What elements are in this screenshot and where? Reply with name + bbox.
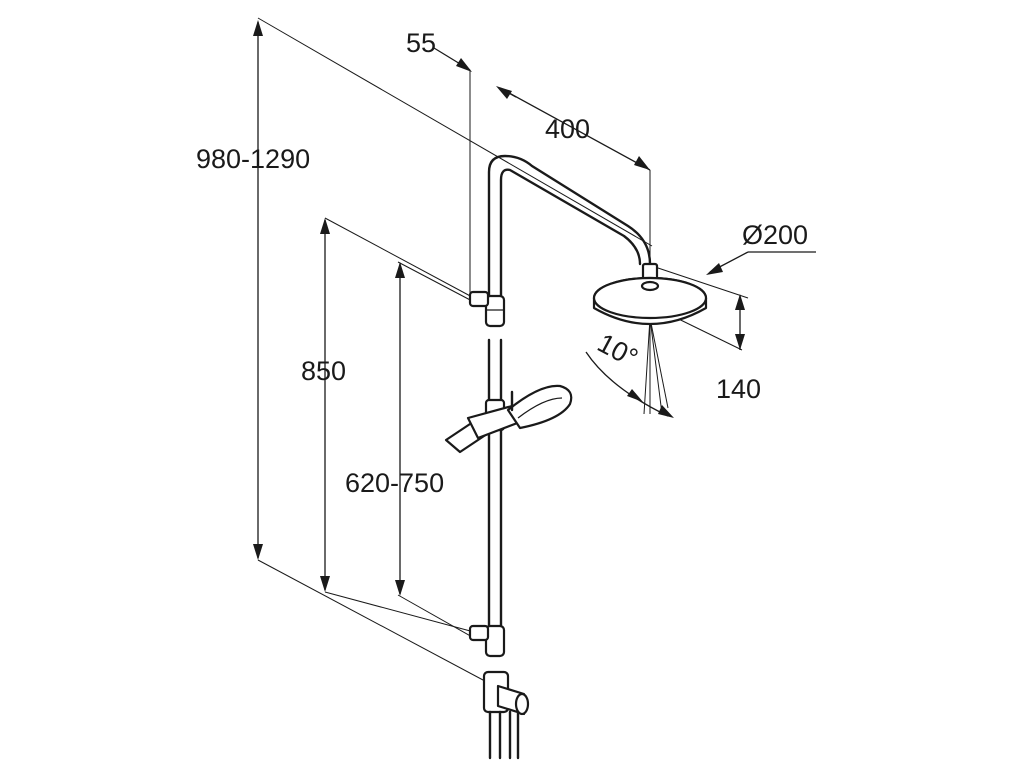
arrow-left-icon <box>706 263 723 275</box>
label-head-diameter: Ø200 <box>742 220 808 250</box>
label-total-height: 980-1290 <box>196 144 310 174</box>
arrow-left-icon <box>627 389 643 402</box>
arrow-up-icon <box>395 262 405 278</box>
dimension-labels: 980-1290 55 400 Ø200 850 620-750 10° 140 <box>196 28 808 498</box>
label-head-drop: 140 <box>716 374 761 404</box>
arrow-down-icon <box>395 580 405 596</box>
dimension-lines <box>253 20 816 596</box>
upper-wall-bracket <box>468 290 506 328</box>
label-lower-height: 850 <box>301 356 346 386</box>
label-tilt-angle: 10° <box>593 328 643 374</box>
diverter-mixer <box>482 670 530 760</box>
arrow-left-icon <box>496 86 512 99</box>
arrow-up-icon <box>735 294 745 310</box>
hand-shower <box>444 384 573 454</box>
label-arm-length: 400 <box>545 114 590 144</box>
overhead-shower-head <box>592 262 708 326</box>
shower-rail <box>487 154 652 632</box>
dim-arc-tilt-angle <box>585 351 669 417</box>
lower-wall-bracket <box>468 624 506 658</box>
arrow-up-icon <box>320 218 330 234</box>
arrow-right-icon <box>658 405 674 418</box>
arrow-up-icon <box>253 20 263 36</box>
arrow-right-icon <box>634 156 650 170</box>
extension-lines <box>257 17 749 689</box>
dim-line-arm-length <box>499 87 651 171</box>
label-holder-height: 620-750 <box>345 468 444 498</box>
label-bar-offset: 55 <box>406 28 436 58</box>
arrow-down-icon <box>253 544 263 560</box>
arrow-down-icon <box>320 576 330 592</box>
arrow-right-icon <box>456 58 472 72</box>
arrow-down-icon <box>735 334 745 350</box>
